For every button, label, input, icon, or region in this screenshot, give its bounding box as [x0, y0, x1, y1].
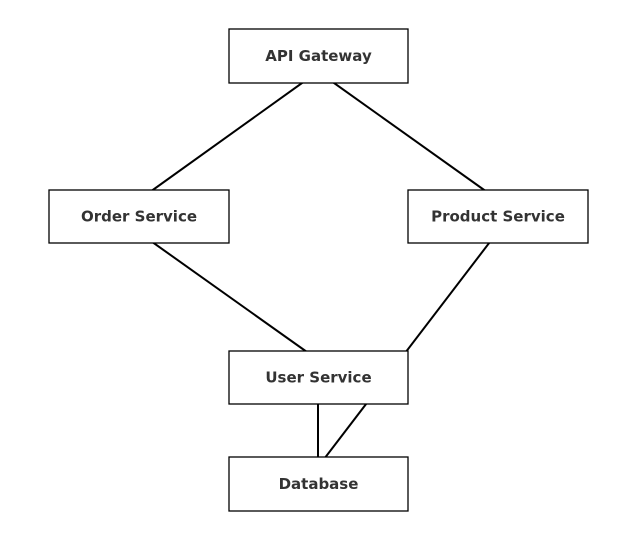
edge-api-gateway-to-product-service	[319, 72, 494, 197]
node-order-service-box	[48, 189, 230, 244]
node-order-service: Order Service	[48, 189, 230, 244]
node-user-service: User Service	[228, 350, 409, 405]
node-user-service-label: User Service	[265, 369, 371, 387]
edge-product-service-to-database	[321, 233, 497, 463]
node-api-gateway-label: API Gateway	[265, 47, 372, 65]
node-database-label: Database	[279, 475, 359, 493]
node-database-box	[228, 456, 409, 512]
node-order-service-label: Order Service	[81, 208, 197, 226]
node-user-service-box	[228, 350, 409, 405]
edge-order-service-to-user-service	[140, 233, 314, 357]
edge-api-gateway-to-order-service	[143, 72, 317, 197]
node-product-service: Product Service	[407, 189, 589, 244]
node-database: Database	[228, 456, 409, 512]
node-api-gateway-box	[228, 28, 409, 84]
node-api-gateway: API Gateway	[228, 28, 409, 84]
node-product-service-box	[407, 189, 589, 244]
node-product-service-label: Product Service	[431, 208, 565, 226]
edges	[140, 72, 497, 463]
